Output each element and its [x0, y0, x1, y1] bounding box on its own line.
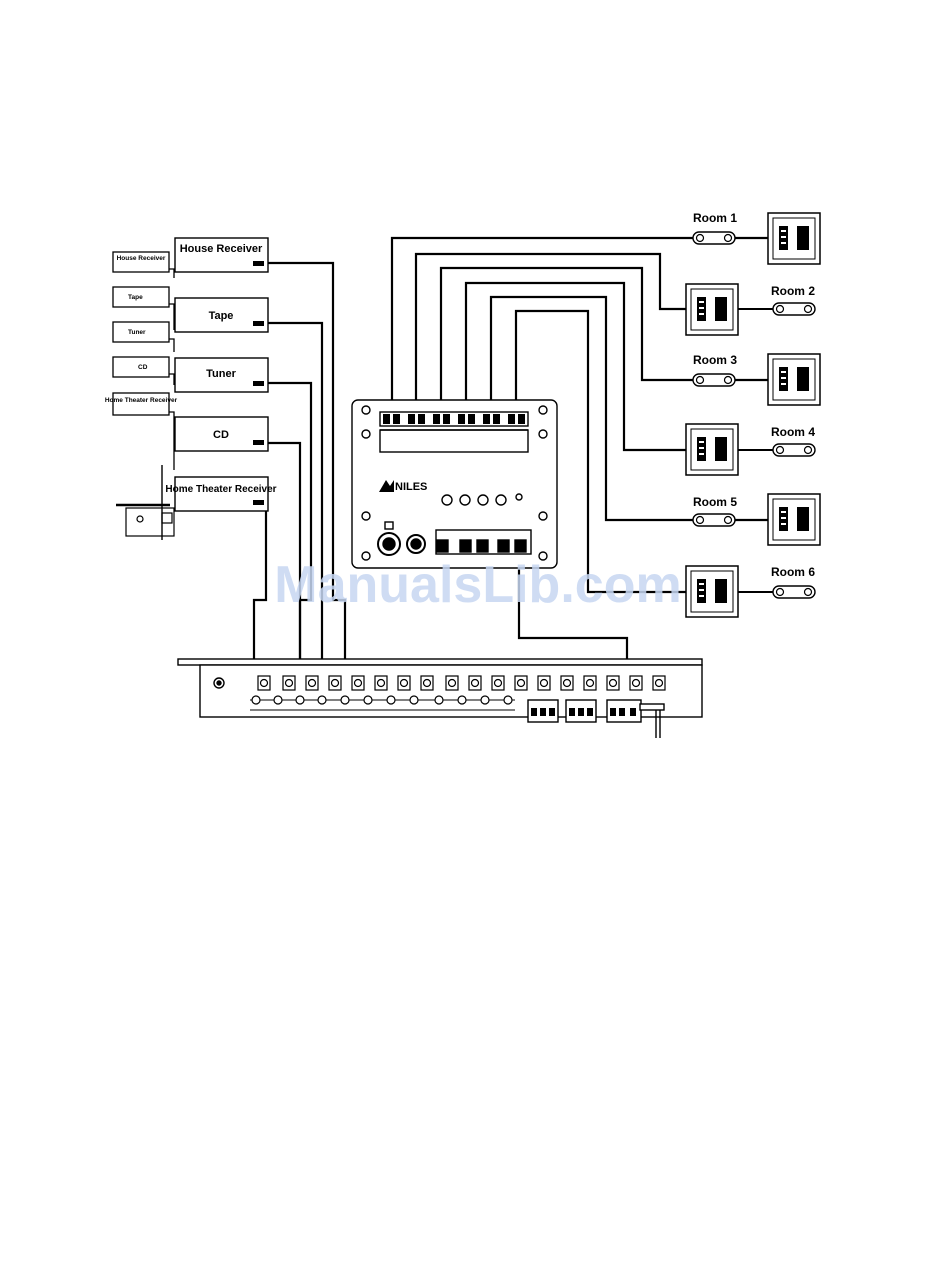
room-label-1: Room 1 — [693, 211, 737, 225]
room-label-3: Room 3 — [693, 353, 737, 367]
mini-source-column — [113, 252, 174, 470]
mini-source-label: Tuner — [128, 329, 146, 336]
mini-source-label: House Receiver — [117, 255, 166, 262]
wire-room-3 — [441, 268, 700, 410]
wire-house-receiver — [266, 263, 345, 690]
left-device — [126, 508, 174, 536]
source-label-house-receiver: House Receiver — [180, 243, 263, 255]
room-label-5: Room 5 — [693, 495, 737, 509]
wire-tape — [266, 323, 322, 690]
source-label-cd: CD — [213, 429, 229, 441]
controller-panel — [352, 400, 557, 568]
source-label-home-theater: Home Theater Receiver — [165, 484, 276, 495]
plate-leads — [738, 309, 773, 592]
mini-source-label: Home Theater Receiver — [105, 397, 178, 404]
wire-room-1 — [392, 238, 700, 410]
room-label-4: Room 4 — [771, 425, 815, 439]
mini-source-label: Tape — [128, 294, 143, 301]
room-label-2: Room 2 — [771, 284, 815, 298]
room-label-6: Room 6 — [771, 565, 815, 579]
room-plates — [686, 213, 820, 617]
wire-room-2 — [416, 254, 686, 410]
mini-source-label: CD — [138, 364, 148, 371]
controller-brand: NILES — [395, 481, 427, 493]
wire-tuner — [266, 383, 311, 690]
source-label-tuner: Tuner — [206, 368, 236, 380]
plate-switches — [697, 226, 809, 603]
source-label-tape: Tape — [209, 310, 234, 322]
watermark: ManualsLib.com — [274, 556, 681, 614]
